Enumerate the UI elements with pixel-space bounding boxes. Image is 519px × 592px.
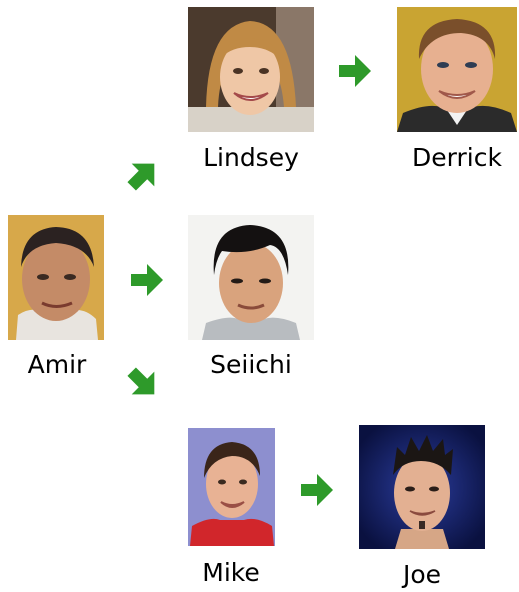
label-joe: Joe — [402, 560, 442, 589]
arrow-amir-to-mike — [125, 365, 161, 401]
label-lindsey: Lindsey — [203, 143, 299, 172]
photo-lindsey — [188, 7, 314, 132]
arrow-amir-to-seiichi — [128, 262, 166, 298]
arrow-lindsey-to-derrick — [336, 53, 374, 89]
label-mike: Mike — [202, 558, 260, 587]
arrow-amir-to-lindsey — [125, 157, 161, 193]
label-amir: Amir — [27, 350, 87, 379]
photo-derrick — [397, 7, 517, 132]
photo-seiichi — [188, 215, 314, 340]
photo-mike — [188, 428, 275, 546]
label-derrick: Derrick — [412, 143, 502, 172]
photo-joe — [359, 425, 485, 549]
arrow-mike-to-joe — [298, 472, 336, 508]
photo-amir — [8, 215, 104, 340]
label-seiichi: Seiichi — [210, 350, 292, 379]
